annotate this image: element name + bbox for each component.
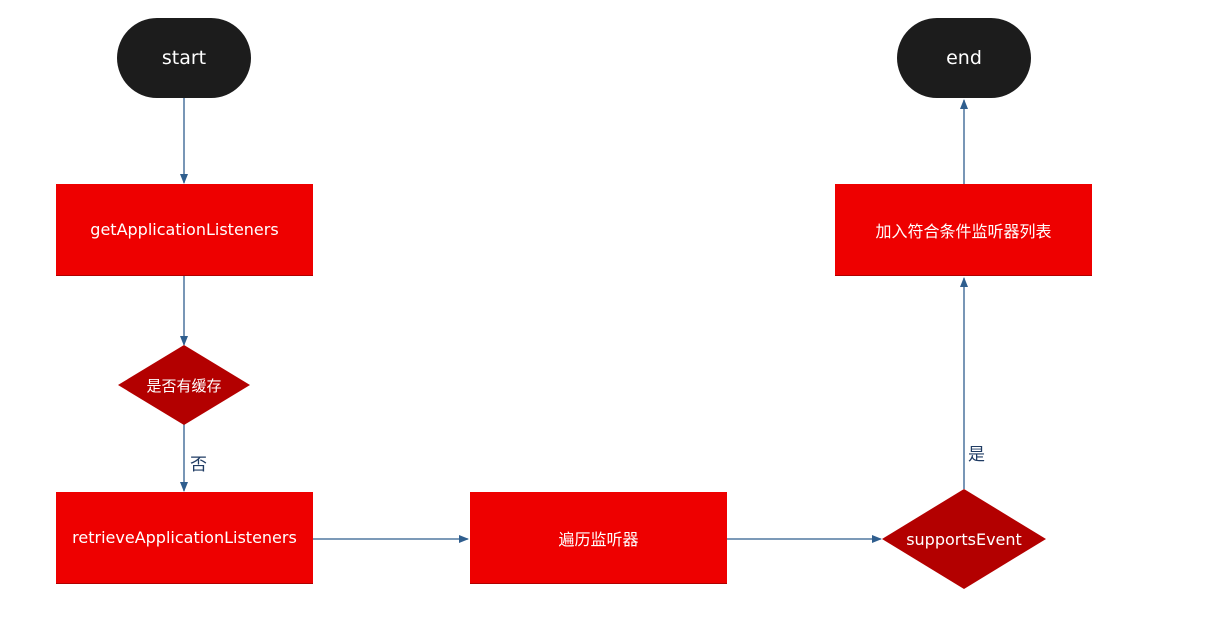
iterate-listeners-node: 遍历监听器	[470, 492, 727, 584]
decision-has-cache-shape	[118, 345, 250, 425]
decision-supports-event-shape	[882, 489, 1046, 589]
edge-label-yes: 是	[968, 445, 985, 465]
end-node: end	[897, 18, 1031, 98]
edge-label-no: 否	[190, 455, 207, 475]
get-application-listeners-node: getApplicationListeners	[56, 184, 313, 276]
start-node: start	[117, 18, 251, 98]
supports-event-label: supportsEvent	[906, 529, 1022, 549]
has-cache-label: 是否有缓存	[146, 376, 222, 395]
add-to-matching-list-node: 加入符合条件监听器列表	[835, 184, 1092, 276]
retrieve-application-listeners-node: retrieveApplicationListeners	[56, 492, 313, 584]
